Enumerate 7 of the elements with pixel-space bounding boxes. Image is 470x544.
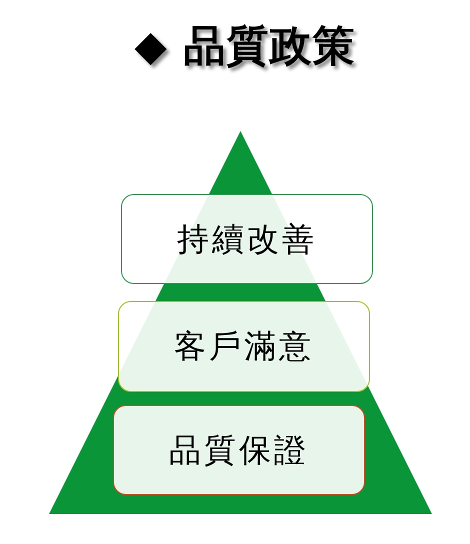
rounded-box bbox=[121, 194, 373, 284]
rounded-box bbox=[118, 301, 370, 392]
rounded-box bbox=[113, 405, 365, 495]
box-label: 客戶滿意 bbox=[174, 327, 314, 366]
box-label: 品質保證 bbox=[169, 430, 309, 470]
page-title: ◆ 品質政策 bbox=[134, 20, 356, 72]
box-label: 持續改善 bbox=[177, 220, 317, 258]
